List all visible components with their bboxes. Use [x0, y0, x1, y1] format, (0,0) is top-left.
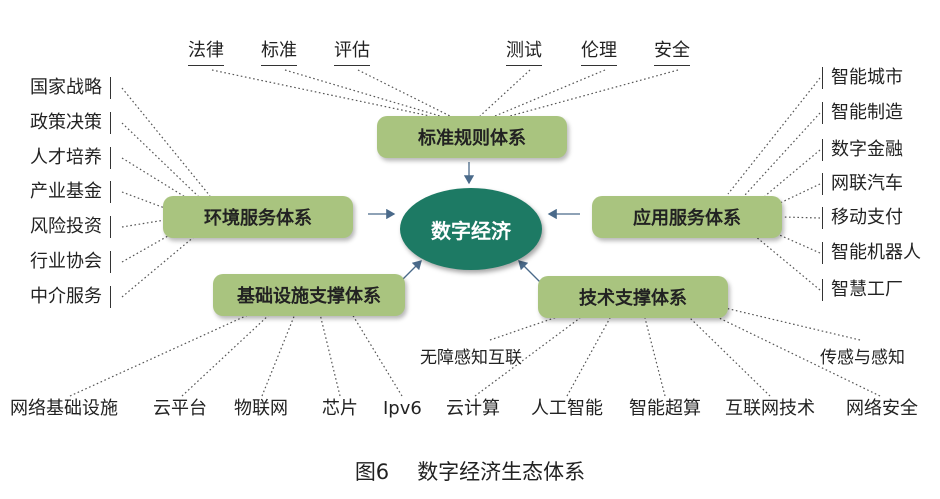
- connector: [724, 307, 861, 341]
- connector: [714, 315, 881, 397]
- tech-side-item: 无障感知互联: [420, 348, 522, 368]
- infra-item: 网络基础设施: [10, 398, 118, 419]
- center-node: 数字经济: [400, 188, 542, 270]
- connector: [509, 69, 679, 117]
- infra-item: Ipv6: [383, 398, 422, 419]
- tech-item: 智能超算: [629, 398, 701, 419]
- connector: [69, 313, 251, 397]
- hub-tech: 技术支撑体系: [538, 276, 728, 318]
- env-item: 风险投资: [30, 216, 111, 238]
- connector: [479, 69, 531, 117]
- rules-item: 伦理: [581, 40, 617, 66]
- hub-env: 环境服务体系: [163, 196, 353, 238]
- connector: [689, 317, 771, 397]
- connector: [121, 219, 166, 228]
- tech-item: 网络安全: [846, 398, 918, 419]
- connector: [284, 69, 441, 117]
- env-item: 行业协会: [30, 251, 111, 273]
- connector: [357, 69, 451, 117]
- infra-item: 物联网: [234, 398, 288, 419]
- connector: [754, 235, 821, 291]
- connector: [489, 315, 561, 341]
- hub-rules: 标准规则体系: [377, 116, 567, 158]
- rules-item: 评估: [334, 40, 370, 66]
- connector: [211, 69, 431, 117]
- rules-item: 法律: [188, 40, 224, 66]
- tech-item: 人工智能: [531, 398, 603, 419]
- figure-caption: 图6 数字经济生态体系: [0, 456, 940, 486]
- connector: [121, 191, 171, 211]
- connector: [121, 235, 196, 298]
- app-item: 智能城市: [822, 67, 903, 89]
- arrow-tech: [518, 260, 541, 283]
- rules-item: 标准: [261, 40, 297, 66]
- connector: [121, 122, 201, 199]
- connector: [566, 317, 611, 397]
- env-item: 中介服务: [30, 286, 111, 308]
- app-item: 移动支付: [822, 207, 903, 229]
- connector: [121, 157, 191, 201]
- hub-app: 应用服务体系: [592, 196, 782, 238]
- connector: [351, 313, 403, 397]
- tech-side-item: 传感与感知: [820, 348, 905, 368]
- connector: [121, 87, 211, 197]
- env-item: 人才培养: [30, 147, 111, 169]
- app-item: 智能制造: [822, 102, 903, 124]
- rules-item: 安全: [654, 40, 690, 66]
- connector: [774, 232, 821, 254]
- rules-item: 测试: [506, 40, 542, 66]
- connector: [764, 149, 821, 197]
- tech-item: 互联网技术: [725, 398, 815, 419]
- connector: [727, 77, 821, 195]
- connector: [644, 317, 666, 397]
- infra-item: 云平台: [153, 398, 207, 419]
- connector: [474, 317, 581, 397]
- connector: [744, 112, 821, 196]
- env-item: 产业基金: [30, 181, 111, 203]
- app-item: 数字金融: [822, 139, 903, 161]
- connector: [181, 313, 271, 397]
- app-item: 智慧工厂: [822, 279, 903, 301]
- connector: [261, 313, 296, 397]
- connector: [779, 183, 821, 204]
- infra-item: 芯片: [322, 398, 358, 419]
- env-item: 政策决策: [30, 112, 111, 134]
- connector: [121, 231, 176, 263]
- connector: [319, 313, 341, 397]
- tech-item: 云计算: [446, 398, 500, 419]
- figure-number: 图6: [354, 460, 390, 484]
- figure-title: 数字经济生态体系: [417, 460, 586, 484]
- app-item: 网联汽车: [822, 173, 903, 195]
- connector: [494, 69, 606, 117]
- hub-infra: 基础设施支撑体系: [213, 274, 405, 316]
- env-item: 国家战略: [30, 77, 111, 99]
- app-item: 智能机器人: [822, 242, 921, 264]
- connector: [782, 216, 821, 219]
